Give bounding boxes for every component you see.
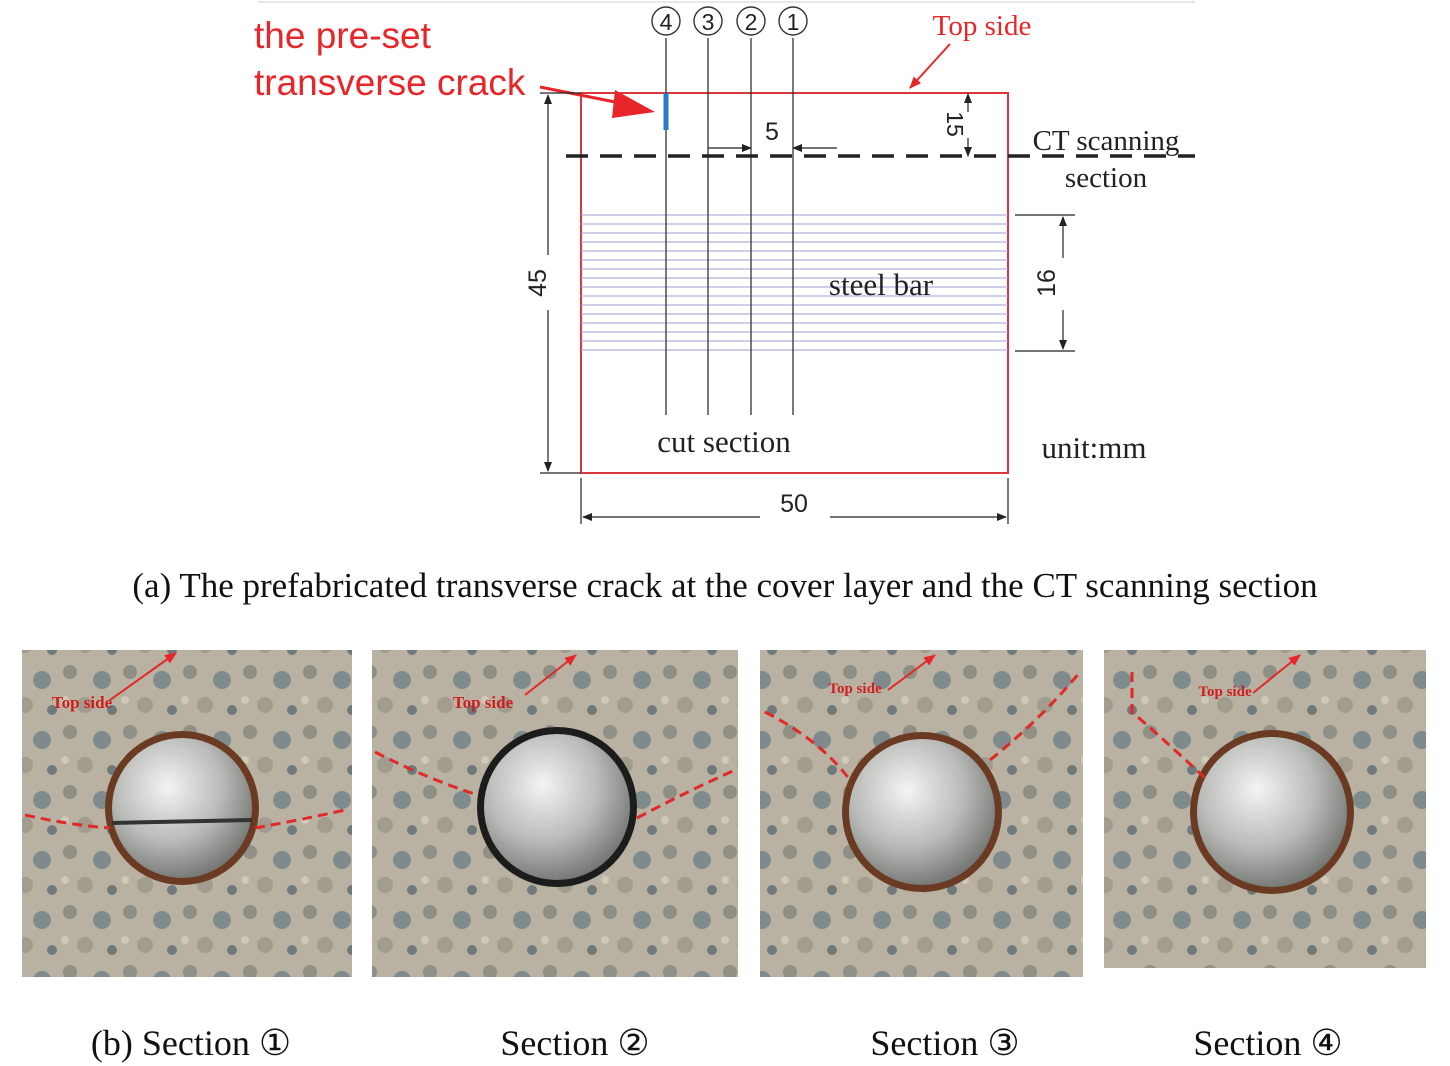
cut-section-label: cut section <box>657 424 791 459</box>
photo-4-top-side: Top side <box>1198 684 1252 700</box>
dim-width-label: 50 <box>780 490 808 518</box>
specimen-outline <box>580 92 1009 474</box>
dim-cover-label: 15 <box>942 111 968 137</box>
ct-label-line2: section <box>1065 162 1148 194</box>
caption-a: (a) The prefabricated transverse crack a… <box>132 566 1317 605</box>
steel-bar <box>581 214 1008 351</box>
section-photo-3: Top side <box>760 650 1083 977</box>
marker-1: 1 <box>787 9 800 35</box>
unit-label: unit:mm <box>1041 430 1146 465</box>
dim-bar-label: 16 <box>1033 269 1061 297</box>
ct-label-line1: CT scanning <box>1033 125 1180 157</box>
dim-height <box>540 92 581 474</box>
photo-2-top-side: Top side <box>453 693 514 712</box>
top-side-label: Top side <box>933 10 1032 42</box>
caption-section-4: Section ④ <box>1193 1023 1342 1063</box>
crack-label-line2: transverse crack <box>254 62 526 103</box>
crack-arrow <box>539 85 655 118</box>
crack-label-line1: the pre-set <box>254 15 432 56</box>
marker-2: 2 <box>745 9 758 35</box>
dim-width <box>580 478 1009 524</box>
dim-spacing-label: 5 <box>765 118 779 146</box>
section-lines <box>665 38 794 415</box>
marker-4: 4 <box>660 9 673 35</box>
section-photo-4: Top side <box>1104 650 1426 968</box>
section-photo-1: Top side <box>22 650 352 977</box>
caption-section-3: Section ③ <box>870 1023 1019 1063</box>
photo-3-top-side: Top side <box>828 681 882 697</box>
specimen-diagram: steel bar 4 3 2 1 the pre-set transverse… <box>254 6 1195 524</box>
marker-3: 3 <box>702 9 715 35</box>
caption-section-1: (b) Section ① <box>91 1023 291 1063</box>
top-side-arrow <box>909 43 951 89</box>
dim-bar <box>1015 214 1075 352</box>
section-markers: 4 3 2 1 <box>651 6 808 36</box>
steel-bar-label: steel bar <box>829 267 934 302</box>
caption-section-2: Section ② <box>500 1023 649 1063</box>
photo-1-top-side: Top side <box>52 693 113 712</box>
section-photo-2: Top side <box>372 650 738 977</box>
dim-height-label: 45 <box>524 269 552 297</box>
